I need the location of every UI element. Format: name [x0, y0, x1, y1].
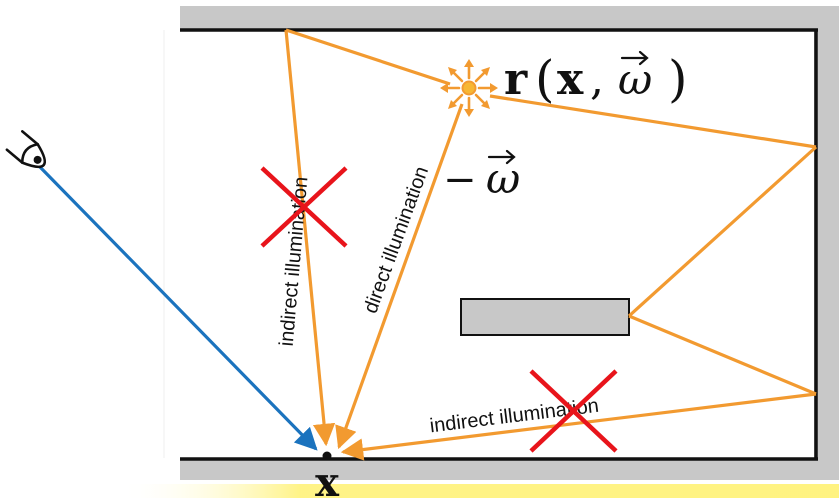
light-source-icon [440, 59, 498, 117]
right-wall [814, 6, 839, 480]
top-wall [180, 6, 839, 30]
radiance-close-paren: ) [668, 50, 688, 108]
cross-icon [260, 166, 348, 248]
path-corner-to-source [285, 28, 451, 86]
radiance-x: x [557, 54, 584, 105]
light-paths [284, 28, 818, 461]
path-source-to-right [489, 94, 817, 149]
radiance-omega-vector-arrow [620, 50, 649, 66]
neg-omega-symbol: ω [486, 154, 520, 203]
radiance-fn: r [504, 54, 528, 105]
path-direct [335, 103, 464, 450]
neg-omega-vector-arrow [487, 149, 516, 165]
view-ray [38, 165, 318, 451]
path-indirect-vertical [284, 29, 336, 447]
eye-icon [5, 130, 47, 169]
neg-omega-label: − ω [443, 149, 520, 203]
path-right-to-box [627, 145, 818, 318]
path-box-to-lower-right [628, 314, 817, 396]
radiance-omega: ω [618, 55, 652, 104]
neg-omega-dash: − [443, 157, 477, 203]
path-indirect-bottom [340, 392, 817, 461]
point-x-dot [322, 451, 332, 461]
occluder-box [460, 298, 630, 336]
radiance-open-paren: ( [535, 50, 555, 108]
bottom-wall [180, 458, 839, 480]
label-direct: direct illumination [360, 164, 434, 317]
room [163, 6, 839, 480]
radiance-label: r ( x , ω ) [504, 50, 688, 108]
point-x-label: x [315, 459, 340, 498]
radiance-comma: , [590, 54, 604, 105]
cross-icon-bottom [529, 369, 618, 453]
highlight-band [120, 484, 839, 498]
